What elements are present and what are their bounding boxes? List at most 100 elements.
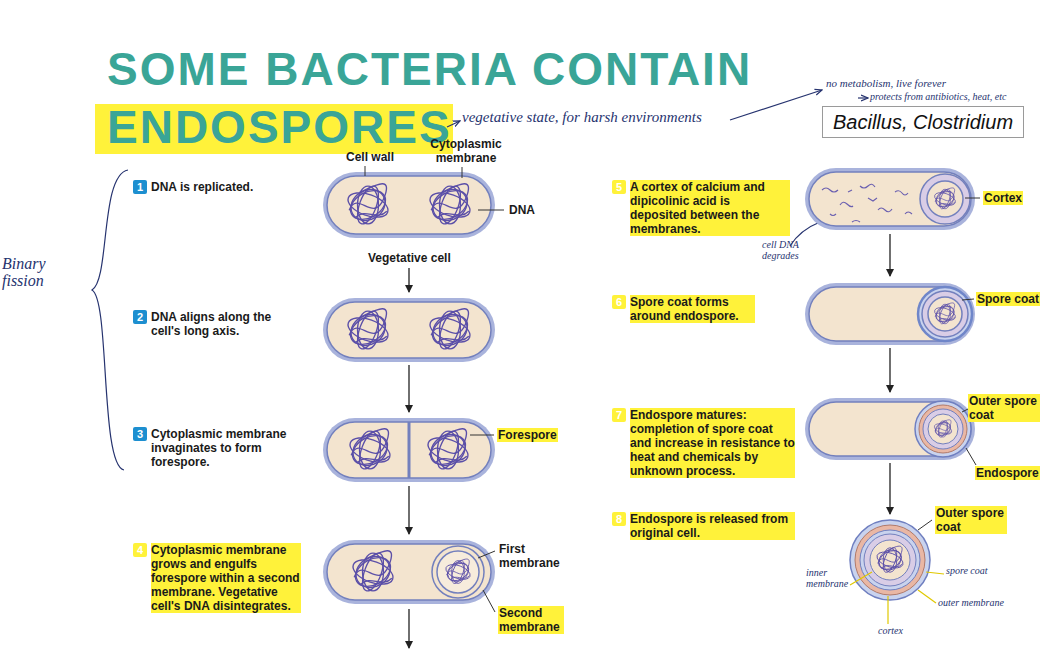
cell-4 [437,551,479,593]
handwritten-note: Binary fission [2,256,62,290]
step-arrows [889,348,890,392]
callout-number: 3 [133,427,147,441]
step-text: Spore coat forms around endospore. [630,295,755,323]
cell-3 [323,418,495,482]
handwritten-arrows [92,170,128,470]
free-endospore [850,520,930,600]
cell-5 [852,221,860,223]
cell-5 [822,188,838,192]
step-arrows [409,234,890,648]
part-label: Spore coat [976,292,1040,306]
step-arrows [408,268,409,292]
handwritten-note: vegetative state, for harsh environments [462,110,702,126]
step-arrows [408,609,409,648]
cell-4 [323,540,495,604]
part-label: Cortex [983,191,1023,205]
leader-lines [965,198,980,199]
cell-1 [345,183,391,226]
cell-5 [878,208,892,212]
species-text: Bacillus, Clostridium [833,110,1013,134]
cell-7 [805,398,975,460]
cell-2 [327,302,491,358]
step-text: DNA is replicated. [151,180,311,194]
free-endospore [875,546,905,574]
cell-6 [805,283,975,345]
leader-lines [462,167,463,178]
cell-6 [933,303,957,325]
cell-5 [860,184,875,188]
cell-5 [848,190,852,192]
free-endospore [860,530,920,590]
handwritten-leaders [850,572,872,585]
cell-7 [919,405,967,453]
callout-number: 5 [612,180,626,194]
free-endospore [855,525,925,595]
part-label: Vegetative cell [367,251,452,265]
handwritten-leaders [918,590,936,603]
part-label: Cytoplasmic membrane [425,137,507,165]
cell-1 [427,183,473,226]
cell-6 [809,287,971,341]
cell-5 [920,174,970,224]
cell-4 [444,559,472,585]
step-text: A cortex of calcium and dipicolinic acid… [630,180,790,236]
cell-5 [868,198,877,201]
handwritten-note: protects from antibiotics, heat, etc [870,92,1006,103]
cell-7 [809,402,971,456]
cell-7 [933,420,953,439]
leader-lines [365,166,366,176]
part-label: Second membrane [498,606,564,634]
leader-lines [478,551,495,558]
cell-2 [427,308,473,351]
cell-7 [805,398,975,460]
step-text: Cytoplasmic membrane invaginates to form… [151,427,299,469]
handwritten-leaders [926,572,944,574]
cell-5 [805,168,975,230]
cell-6 [922,291,968,337]
step-arrows [889,463,890,514]
leader-lines [365,166,980,612]
handwritten-note: outer membrane [938,598,1004,609]
cell-5 [895,191,908,195]
leader-lines [470,435,494,436]
cell-3 [425,428,471,471]
free-endospore [850,520,930,600]
cell-7 [923,409,963,449]
handwritten-arrows [858,97,868,98]
cell-7 [928,414,958,444]
free-endospore [864,534,916,586]
cell-6 [928,297,962,331]
callout-number: 1 [133,180,147,194]
cell-1 [327,176,491,234]
handwritten-leaders [850,572,944,624]
leader-lines [483,590,495,612]
part-label: Outer spore coat [935,506,1007,534]
cell-5 [805,168,975,230]
free-endospore [870,540,910,580]
leader-lines [962,299,974,300]
cell-5 [809,172,971,226]
callout-number: 6 [612,295,626,309]
cell-1 [323,172,495,238]
handwritten-note: inner membrane [806,568,850,589]
cell-2 [323,298,495,362]
cell-6 [805,283,975,345]
part-label: Endospore [975,466,1040,480]
handwritten-note: spore coat [946,566,988,577]
step-arrows [889,234,890,276]
cell-2 [323,298,495,362]
cell-4 [327,544,491,600]
step-text: Endospore is released from original cell… [630,512,795,540]
leader-lines [478,210,504,211]
cell-4 [323,540,495,604]
cell-5 [840,202,853,206]
cell-4 [350,550,396,593]
callout-number: 4 [133,543,147,557]
handwritten-note: cortex [878,626,903,637]
callout-number: 2 [133,310,147,324]
part-label: Cell wall [345,150,395,164]
callout-number: 8 [612,512,626,526]
step-text: DNA aligns along the cell's long axis. [151,310,273,338]
cell-3 [408,422,411,478]
